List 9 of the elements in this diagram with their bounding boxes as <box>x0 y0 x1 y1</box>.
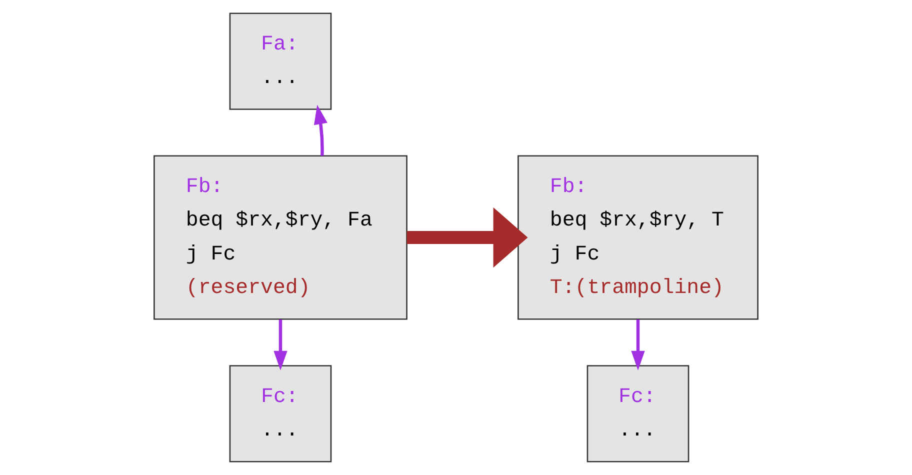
arrow <box>631 319 645 370</box>
node-box: Fa: ... <box>229 12 332 110</box>
arrow <box>274 319 288 370</box>
node-box: Fc: ... <box>586 365 690 462</box>
node-box: Fc: ... <box>229 365 332 462</box>
node-box: Fb: beq $rx,$ry, T j Fc T:(trampoline) <box>518 155 758 320</box>
arrow <box>314 104 328 156</box>
arrow <box>406 207 528 268</box>
node-box: Fb: beq $rx,$ry, Fa j Fc (reserved) <box>154 155 408 320</box>
